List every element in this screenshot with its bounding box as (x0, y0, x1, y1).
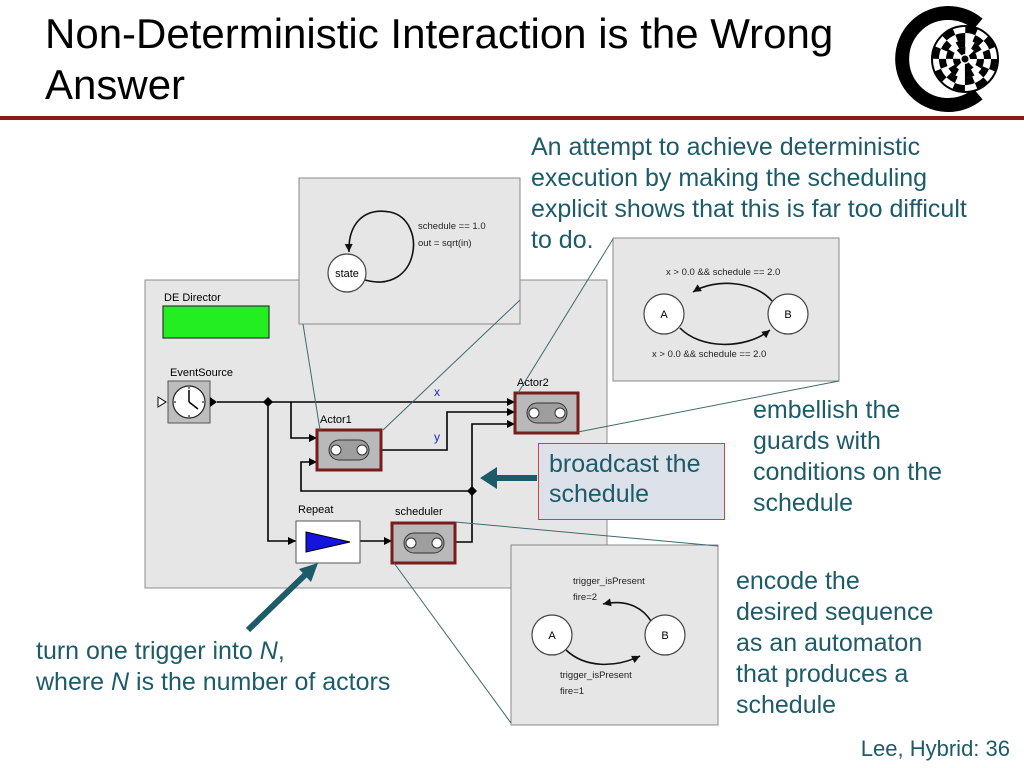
callout-line: where N is the number of actors (36, 667, 390, 698)
transition-a-to-b (565, 649, 641, 666)
transition-action: fire=1 (560, 686, 584, 697)
wire-scheduler-out (455, 491, 473, 543)
state-label: state (335, 268, 359, 280)
attempt-callout: An attempt to achieve deterministic exec… (531, 132, 967, 256)
callout-line: execution by making the scheduling (531, 164, 928, 192)
transition-guard: trigger_isPresent (573, 576, 645, 587)
callout-line: as an automaton (736, 629, 923, 657)
callout-line: schedule (549, 480, 650, 508)
zoom-connector (302, 323, 321, 431)
callout-line: guards with (753, 427, 881, 455)
zoom-connector (517, 238, 614, 394)
state-node (644, 614, 686, 656)
clock-icon (167, 380, 211, 424)
broadcast-callout-box: broadcast the schedule (538, 443, 725, 520)
callout-line: desired sequence (736, 598, 934, 626)
transition-action: fire=2 (573, 592, 597, 603)
transition-guard: trigger_isPresent (560, 670, 632, 681)
transition-guard: schedule == 1.0 (418, 221, 486, 232)
state-label: A (660, 309, 668, 321)
callout-text: turn one trigger into (36, 637, 260, 665)
actor1-refinement-panel (298, 177, 521, 325)
scheduler-label: scheduler (395, 506, 443, 518)
checkered-c-logo (895, 6, 999, 112)
transition-action: out = sqrt(in) (418, 238, 472, 249)
input-port-icon (157, 396, 167, 408)
slide-footer: Lee, Hybrid: 36 (860, 736, 1010, 761)
relation-diamond (467, 486, 477, 496)
state-node (327, 253, 367, 293)
actor1-label: Actor1 (320, 414, 352, 426)
callout-text: , (277, 637, 285, 665)
port-x-label: x (434, 385, 440, 399)
wire-schedule-to-actor1 (300, 458, 472, 492)
callout-line: schedule (753, 489, 854, 517)
actor-icon (513, 391, 580, 435)
callout-italic-n: N (111, 668, 130, 696)
actor-icon (315, 428, 383, 472)
callout-line: schedule (736, 691, 837, 719)
embellish-callout: embellish the guards with conditions on … (753, 395, 942, 519)
transition-b-to-a (602, 598, 652, 622)
callout-line: to do. (531, 226, 594, 254)
transition-b-to-a (692, 282, 773, 302)
callout-line: An attempt to achieve deterministic (531, 133, 921, 161)
encode-callout: encode the desired sequence as an automa… (736, 566, 933, 721)
wire-schedule-to-actor2 (471, 420, 515, 491)
state-label: B (661, 630, 668, 642)
state-node (531, 614, 573, 656)
state-label: B (784, 309, 791, 321)
de-director-icon (162, 305, 270, 339)
actor2-label: Actor2 (517, 377, 549, 389)
callout-line: broadcast the (549, 450, 701, 478)
wire-trigger-to-repeat (267, 402, 296, 545)
zoom-connector (577, 380, 840, 433)
wire-x-to-actor1 (290, 402, 317, 442)
repeat-pointer-arrow (245, 563, 318, 633)
transition-a-to-b (679, 327, 771, 346)
slide-title: Non-Deterministic Interaction is the Wro… (45, 8, 833, 110)
zoom-connector (382, 299, 521, 431)
title-rule (0, 116, 1024, 120)
port-y-label: y (434, 430, 440, 444)
callout-line: encode the (736, 567, 860, 595)
callout-text: where (36, 668, 112, 696)
self-loop-transition (344, 210, 415, 283)
wire-y-to-actor2 (381, 408, 515, 451)
callout-italic-n: N (259, 637, 278, 665)
callout-line: explicit shows that this is far too diff… (531, 195, 967, 223)
zoom-connector (454, 521, 719, 547)
state-label: A (548, 630, 556, 642)
trigger-callout: turn one trigger into N, where N is the … (36, 636, 390, 698)
transition-guard: x > 0.0 && schedule == 2.0 (666, 267, 780, 278)
broadcast-pointer-arrow (480, 467, 537, 489)
title-line: Answer (45, 61, 186, 108)
state-node (767, 293, 809, 335)
zoom-connector (393, 562, 512, 724)
repeat-label: Repeat (298, 504, 333, 516)
relation-diamond (263, 397, 273, 407)
callout-line: turn one trigger into N, (36, 636, 390, 667)
title-line: Non-Deterministic Interaction is the Wro… (45, 10, 834, 57)
callout-line: embellish the (753, 396, 901, 424)
transition-guard: x > 0.0 && schedule == 2.0 (652, 349, 766, 360)
output-port-icon (210, 397, 217, 407)
event-source-label: EventSource (170, 367, 233, 379)
play-triangle-icon (295, 520, 361, 564)
actor-icon (390, 521, 457, 565)
callout-line: conditions on the (753, 458, 943, 486)
callout-text: is the number of actors (129, 668, 391, 696)
callout-line: that produces a (736, 660, 909, 688)
de-director-label: DE Director (164, 292, 221, 304)
state-node (643, 293, 685, 335)
